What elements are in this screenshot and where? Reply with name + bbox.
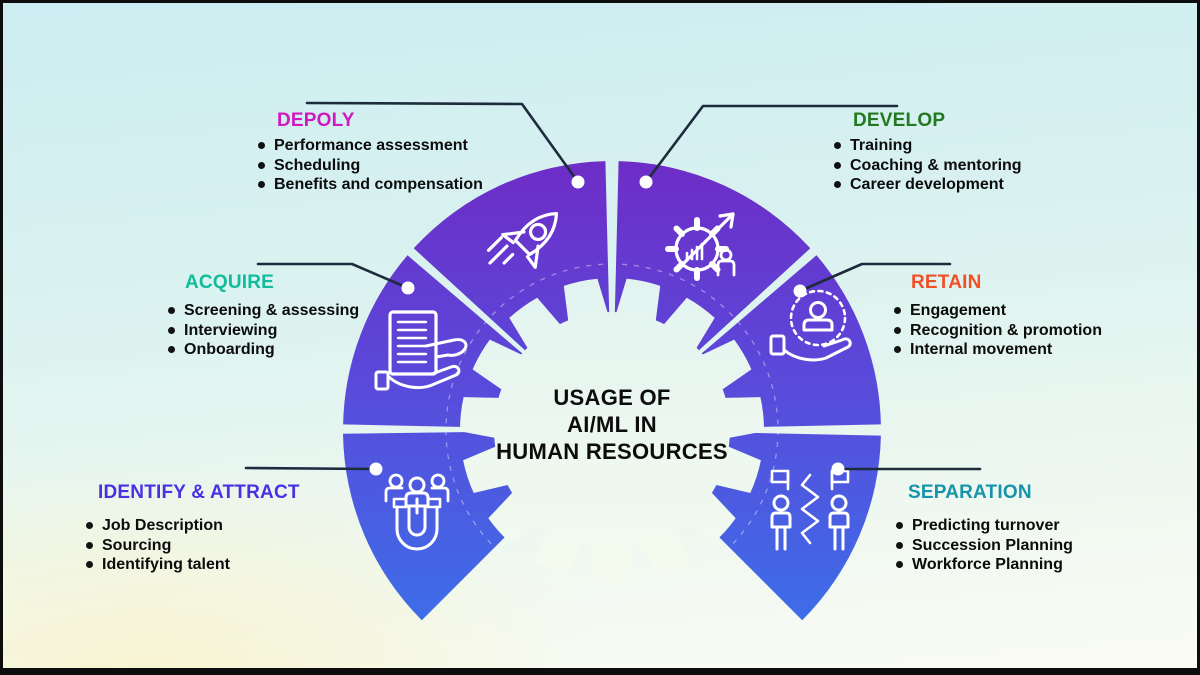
list-item: Identifying talent bbox=[86, 555, 300, 575]
employee-care-icon bbox=[769, 289, 852, 362]
section-retain: RETAIN Engagement Recognition & promotio… bbox=[894, 272, 1102, 360]
gear-center-shape bbox=[459, 278, 765, 582]
section-retain-title: RETAIN bbox=[911, 272, 982, 293]
section-acquire: ACQUIRE Screening & assessing Interviewi… bbox=[168, 272, 359, 360]
growth-gear-icon bbox=[665, 212, 736, 281]
list-item: Onboarding bbox=[168, 340, 359, 360]
section-develop: DEVELOP Training Coaching & mentoring Ca… bbox=[834, 110, 1022, 195]
bullet-icon bbox=[168, 326, 175, 334]
leader-line-acquire bbox=[256, 262, 410, 290]
bullet-icon bbox=[86, 561, 93, 569]
separation-flags-icon bbox=[770, 469, 850, 551]
list-item: Job Description bbox=[86, 516, 300, 536]
bullet-icon bbox=[894, 326, 901, 334]
talent-magnet-icon bbox=[384, 473, 450, 551]
bullet-icon bbox=[258, 142, 265, 150]
section-identify-attract-title: IDENTIFY & ATTRACT bbox=[98, 482, 300, 503]
list-item: Interviewing bbox=[168, 321, 359, 341]
anchor-dots bbox=[369, 175, 845, 476]
bullet-icon bbox=[896, 522, 903, 530]
section-separation: SEPARATION Predicting turnover Successio… bbox=[896, 482, 1073, 575]
leader-line-identify bbox=[244, 466, 378, 471]
bullet-icon bbox=[894, 346, 901, 354]
anchor-dot-acquire bbox=[401, 281, 415, 295]
list-item: Benefits and compensation bbox=[258, 175, 483, 195]
leader-line-retain bbox=[798, 262, 952, 293]
list-item: Recognition & promotion bbox=[894, 321, 1102, 341]
anchor-dot-retain bbox=[793, 284, 807, 298]
anchor-dot-identify bbox=[369, 462, 383, 476]
leader-line-develop bbox=[644, 104, 899, 184]
segment-develop bbox=[614, 161, 811, 355]
bullet-icon bbox=[896, 541, 903, 549]
bullet-icon bbox=[168, 307, 175, 315]
section-separation-title: SEPARATION bbox=[908, 482, 1032, 503]
bullet-icon bbox=[86, 541, 93, 549]
list-item: Sourcing bbox=[86, 536, 300, 556]
bullet-icon bbox=[894, 307, 901, 315]
document-review-icon bbox=[374, 310, 468, 391]
anchor-dot-develop bbox=[639, 175, 653, 189]
list-item: Career development bbox=[834, 175, 1022, 195]
list-item: Coaching & mentoring bbox=[834, 156, 1022, 176]
anchor-dot-deploy bbox=[571, 175, 585, 189]
bullet-icon bbox=[834, 142, 841, 150]
list-item: Predicting turnover bbox=[896, 516, 1073, 536]
list-item: Internal movement bbox=[894, 340, 1102, 360]
list-item: Scheduling bbox=[258, 156, 483, 176]
section-develop-title: DEVELOP bbox=[853, 110, 946, 131]
dashed-arc-decoration bbox=[445, 263, 779, 597]
leader-line-deploy bbox=[305, 101, 580, 184]
list-item: Engagement bbox=[894, 301, 1102, 321]
list-item: Training bbox=[834, 136, 1022, 156]
title-line-3: HUMAN RESOURCES bbox=[496, 439, 728, 464]
title-line-2: AI/ML IN bbox=[567, 412, 657, 437]
bullet-icon bbox=[834, 181, 841, 189]
section-deploy-title: DEPOLY bbox=[277, 110, 355, 131]
rocket-icon bbox=[486, 211, 559, 269]
bullet-icon bbox=[258, 181, 265, 189]
list-item: Performance assessment bbox=[258, 136, 483, 156]
section-acquire-title: ACQUIRE bbox=[185, 272, 275, 293]
section-identify-attract: IDENTIFY & ATTRACT Job Description Sourc… bbox=[86, 482, 300, 575]
bullet-icon bbox=[834, 161, 841, 169]
title-line-1: USAGE OF bbox=[553, 385, 671, 410]
diagram-title: USAGE OF AI/ML IN HUMAN RESOURCES bbox=[452, 384, 772, 465]
bullet-icon bbox=[896, 561, 903, 569]
anchor-dot-separation bbox=[831, 462, 845, 476]
list-item: Succession Planning bbox=[896, 536, 1073, 556]
bullet-icon bbox=[86, 522, 93, 530]
segment-icons bbox=[374, 211, 852, 551]
list-item: Workforce Planning bbox=[896, 555, 1073, 575]
bullet-icon bbox=[258, 161, 265, 169]
leader-lines bbox=[244, 101, 982, 471]
section-deploy: DEPOLY Performance assessment Scheduling… bbox=[258, 110, 483, 195]
list-item: Screening & assessing bbox=[168, 301, 359, 321]
bullet-icon bbox=[168, 346, 175, 354]
